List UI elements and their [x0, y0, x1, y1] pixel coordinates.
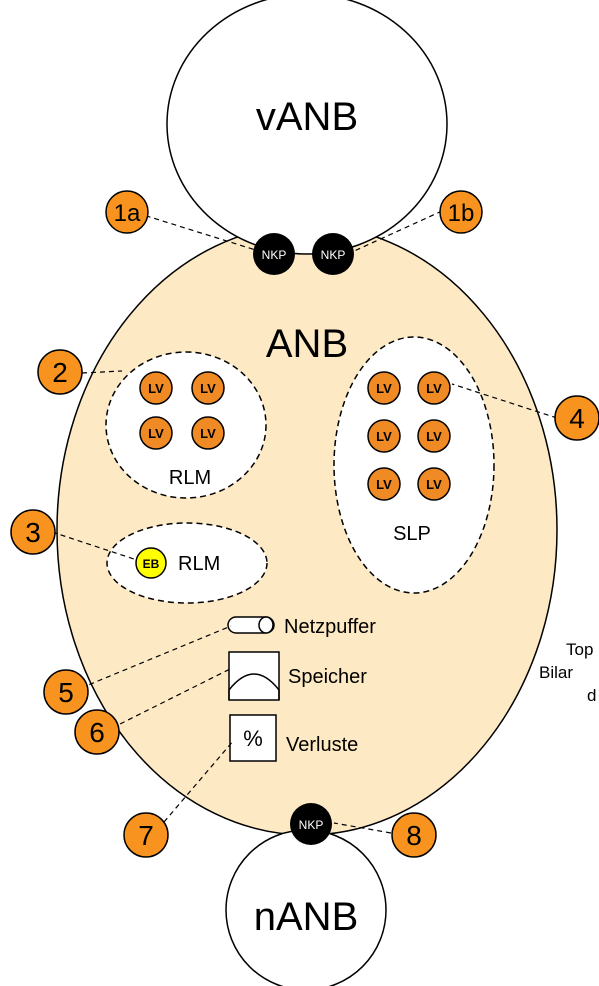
net-buffer-label: Netzpuffer	[284, 616, 376, 638]
losses-label: Verluste	[286, 734, 358, 756]
marker-1a: 1a	[105, 190, 149, 234]
side-text-line-2: Bilar	[539, 663, 574, 682]
svg-text:3: 3	[25, 517, 41, 548]
svg-text:4: 4	[569, 403, 585, 434]
marker-6: 6	[74, 709, 120, 755]
marker-8: 8	[391, 812, 437, 858]
vanb-label: vANB	[256, 95, 358, 139]
marker-5: 5	[43, 669, 89, 715]
lv-circle: LV	[367, 419, 401, 453]
net-buffer-icon	[227, 616, 275, 634]
storage-icon	[228, 651, 280, 701]
rlm-lv-cluster: LV LV LV LV	[139, 371, 225, 450]
lv-circle: LV	[367, 371, 401, 405]
svg-text:NKP: NKP	[262, 248, 287, 262]
lv-circle: LV	[367, 467, 401, 501]
nanb-label: nANB	[254, 895, 359, 939]
feeder-group-ellipse	[106, 522, 268, 604]
svg-text:LV: LV	[148, 426, 164, 441]
marker-1b: 1b	[439, 190, 483, 234]
slp-group-ellipse	[333, 336, 495, 594]
vanb-circle	[166, 0, 448, 255]
lv-circle: LV	[417, 371, 451, 405]
svg-text:1b: 1b	[448, 200, 475, 227]
marker-7: 7	[123, 812, 169, 858]
svg-text:LV: LV	[376, 477, 392, 492]
slp-label: SLP	[393, 523, 431, 545]
svg-text:LV: LV	[200, 381, 216, 396]
svg-text:1a: 1a	[114, 200, 141, 227]
svg-text:EB: EB	[143, 557, 160, 571]
svg-text:LV: LV	[376, 381, 392, 396]
lv-circle: LV	[139, 416, 173, 450]
svg-text:LV: LV	[200, 426, 216, 441]
nkp-point: NKP	[312, 233, 354, 275]
nkp-point: NKP	[253, 233, 295, 275]
marker-3: 3	[10, 509, 56, 555]
marker-2: 2	[37, 349, 83, 395]
feeder-rlm-label: RLM	[178, 553, 220, 575]
svg-text:LV: LV	[148, 381, 164, 396]
leader-lines	[51, 210, 558, 834]
svg-text:%: %	[243, 726, 263, 751]
svg-text:6: 6	[89, 717, 105, 748]
svg-text:LV: LV	[426, 429, 442, 444]
rlm-label: RLM	[169, 467, 211, 489]
svg-text:5: 5	[58, 677, 74, 708]
svg-text:7: 7	[138, 820, 154, 851]
nkp-point: NKP	[290, 803, 332, 845]
side-text-line-3: d	[587, 686, 597, 705]
anb-label: ANB	[266, 322, 348, 366]
svg-text:LV: LV	[426, 381, 442, 396]
side-text-line-1: Top	[566, 640, 594, 659]
svg-text:NKP: NKP	[299, 818, 324, 832]
lv-circle: LV	[139, 371, 173, 405]
lv-circle: LV	[417, 467, 451, 501]
marker-4: 4	[554, 395, 599, 441]
storage-label: Speicher	[288, 666, 367, 688]
lv-circle: LV	[191, 371, 225, 405]
svg-text:LV: LV	[376, 429, 392, 444]
svg-text:2: 2	[52, 357, 68, 388]
slp-lv-cluster: LV LV LV LV LV LV	[367, 371, 451, 501]
svg-text:NKP: NKP	[321, 248, 346, 262]
svg-text:LV: LV	[426, 477, 442, 492]
svg-text:8: 8	[406, 820, 422, 851]
lv-circle: LV	[417, 419, 451, 453]
losses-icon: %	[229, 714, 277, 762]
lv-circle: LV	[191, 416, 225, 450]
eb-circle: EB	[135, 547, 167, 579]
